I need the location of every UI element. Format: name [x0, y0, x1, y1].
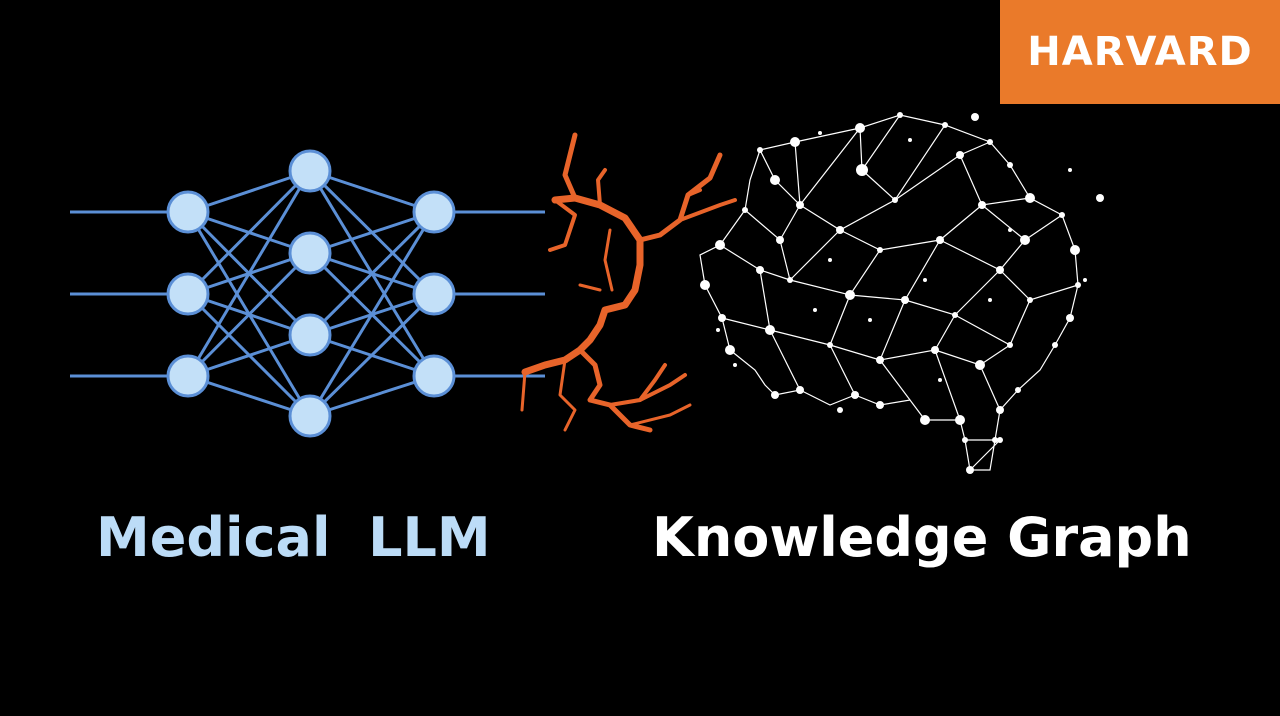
- crack-icon: [520, 132, 737, 433]
- harvard-badge-text: HARVARD: [1027, 29, 1253, 75]
- neural-network-icon: [70, 149, 545, 438]
- brain-nodes: [700, 112, 1104, 474]
- brain-knowledge-graph-icon: [699, 114, 1079, 471]
- knowledge-graph-label: Knowledge Graph: [652, 506, 1192, 569]
- harvard-badge: HARVARD: [1000, 0, 1280, 104]
- medical-llm-label: Medical LLM: [96, 506, 491, 569]
